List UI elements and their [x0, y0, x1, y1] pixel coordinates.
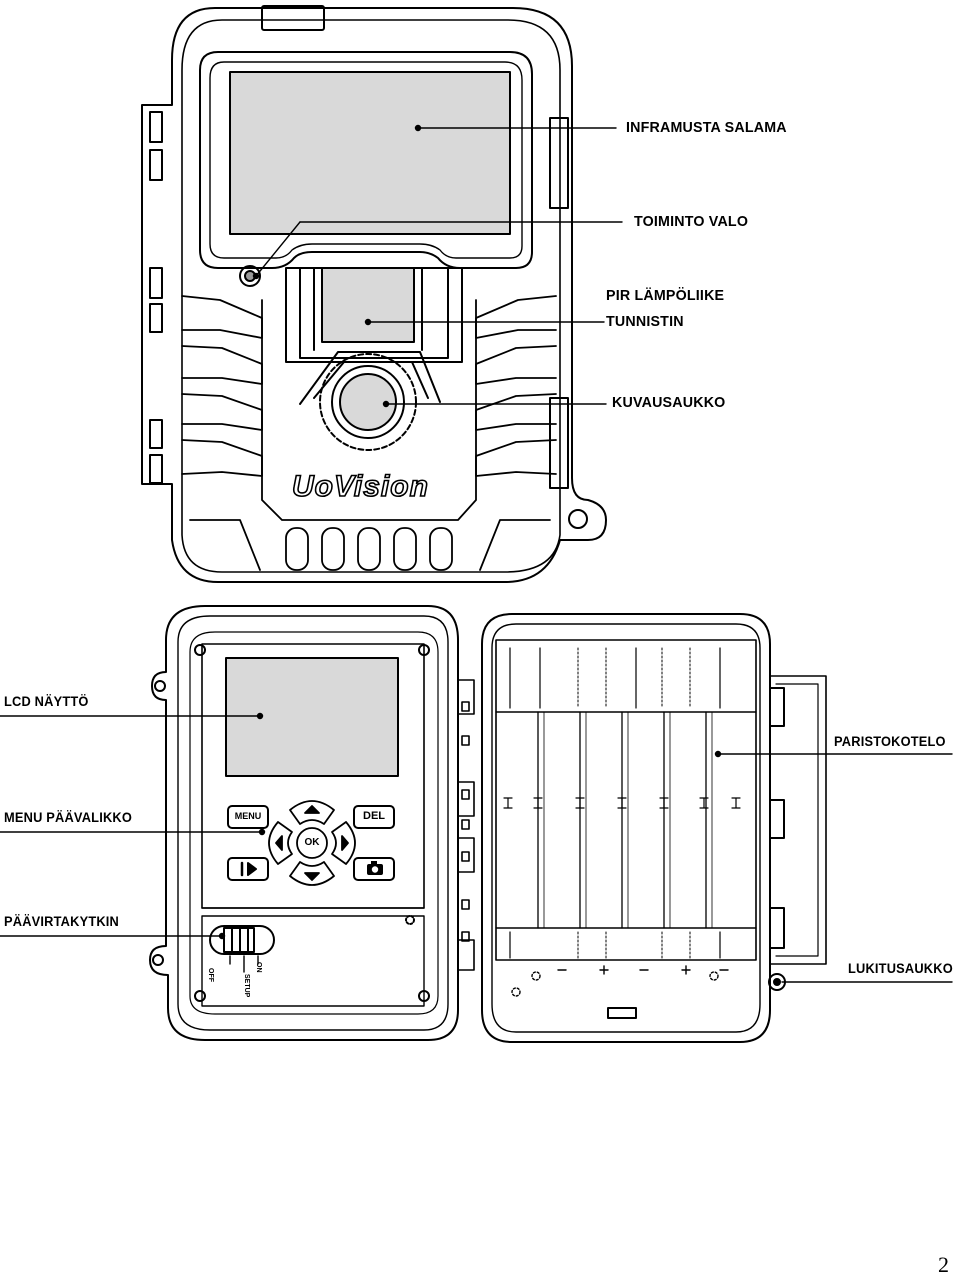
page-number: 2: [938, 1252, 949, 1277]
power-switch: [209, 925, 275, 955]
label-function-light: TOIMINTO VALO: [634, 213, 749, 230]
del-button-shape: [353, 805, 395, 829]
grip-ribs-right: [475, 295, 557, 477]
label-battery: PARISTOKOTELO: [834, 734, 946, 749]
battery-contacts: [503, 797, 741, 809]
front-housing: [141, 7, 607, 583]
brand-logo: UoVision: [291, 469, 429, 504]
front-leaders: [252, 124, 623, 408]
front-view: [141, 5, 623, 583]
function-light-led: [239, 265, 261, 287]
latch-strap: [769, 675, 827, 965]
battery-slots: [537, 711, 713, 929]
play-button-shape: [227, 857, 269, 881]
hinge: [457, 679, 475, 971]
body-panel: [481, 613, 771, 1043]
label-pir-line2: TUNNISTIN: [606, 313, 684, 330]
inside-leaders: [0, 712, 953, 983]
del-button[interactable]: DEL: [363, 810, 385, 822]
label-lens: KUVAUSAUKKO: [612, 394, 726, 411]
inside-view: [0, 605, 953, 1043]
lcd-screen: [225, 657, 399, 777]
door-panel: [149, 605, 459, 1041]
menu-button-shape: [227, 805, 269, 829]
top-latch: [261, 5, 325, 31]
front-lock-hole: [568, 509, 588, 529]
label-lcd: LCD NÄYTTÖ: [4, 694, 89, 709]
switch-on-label: ON: [255, 962, 262, 973]
switch-setup-label: SETUP: [243, 974, 250, 998]
ok-button[interactable]: OK: [304, 837, 320, 848]
switch-off-label: OFF: [207, 968, 214, 982]
bottom-ribs: [189, 519, 551, 571]
dpad: [268, 800, 356, 886]
label-pir-line1: PIR LÄMPÖLIIKE: [606, 287, 725, 304]
label-lock-hole: LUKITUSAUKKO: [848, 961, 953, 976]
polarity-marks: [511, 965, 729, 997]
label-power-switch: PÄÄVIRTAKYTKIN: [4, 914, 120, 929]
label-menu: MENU PÄÄVALIKKO: [4, 810, 133, 825]
lens: [339, 373, 397, 431]
label-ir-flash: INFRAMUSTA SALAMA: [626, 119, 787, 136]
front-housing-inner: [181, 19, 561, 573]
pir-sensor: [321, 267, 415, 343]
menu-button[interactable]: MENU: [234, 811, 262, 821]
camera-button-shape: [353, 857, 395, 881]
ir-flash-panel: [229, 71, 511, 235]
battery-springs: [577, 647, 691, 959]
battery-compartment: [495, 639, 757, 961]
